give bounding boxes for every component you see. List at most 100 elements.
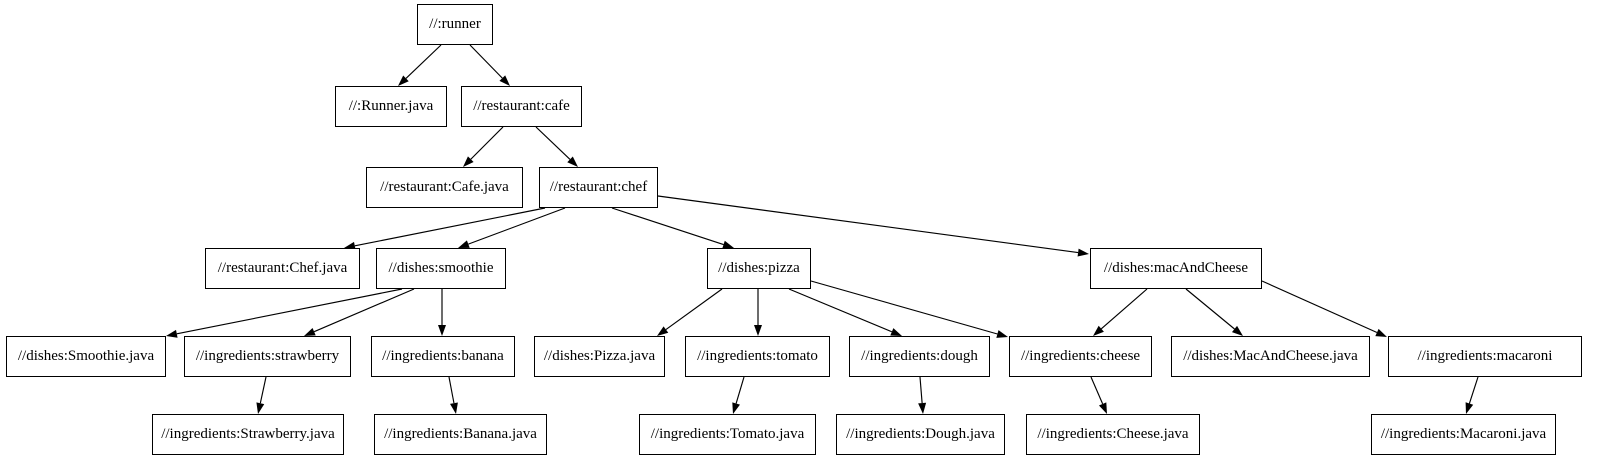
graph-node-label: //restaurant:Cafe.java: [380, 179, 509, 195]
graph-edge: [398, 44, 442, 86]
graph-edge: [256, 376, 267, 414]
graph-node-label: //ingredients:Dough.java: [846, 426, 995, 442]
edge-arrowhead-icon: [304, 327, 316, 336]
edge-arrowhead-icon: [463, 156, 474, 167]
graph-node-ing_strawberry_java[interactable]: //ingredients:Strawberry.java: [152, 414, 344, 455]
graph-node-dishes_smoothie_java[interactable]: //dishes:Smoothie.java: [6, 336, 166, 377]
edge-arrowhead-icon: [438, 325, 446, 336]
graph-node-ing_cheese_java[interactable]: //ingredients:Cheese.java: [1026, 414, 1200, 455]
graph-node-label: //dishes:Smoothie.java: [17, 348, 155, 364]
graph-edge: [611, 207, 734, 249]
edge-line: [469, 44, 503, 79]
edge-arrowhead-icon: [458, 240, 470, 248]
edge-line: [468, 207, 566, 245]
graph-node-dishes_pizza_java[interactable]: //dishes:Pizza.java: [534, 336, 665, 377]
graph-edge: [657, 195, 1089, 257]
graph-node-label: //ingredients:cheese: [1020, 348, 1141, 364]
graph-edge: [438, 289, 446, 336]
edge-arrowhead-icon: [890, 328, 902, 336]
graph-node-ing_strawberry[interactable]: //ingredients:strawberry: [184, 336, 351, 377]
graph-node-restaurant_chef_java[interactable]: //restaurant:Chef.java: [205, 248, 360, 289]
edge-line: [470, 126, 504, 160]
graph-node-ing_dough_java[interactable]: //ingredients:Dough.java: [836, 414, 1005, 455]
graph-node-restaurant_cafe[interactable]: //restaurant:cafe: [461, 86, 582, 127]
graph-edge: [788, 288, 902, 336]
graph-node-label: //ingredients:dough: [861, 348, 978, 364]
edge-arrowhead-icon: [166, 329, 178, 338]
graph-edge: [1465, 376, 1479, 414]
edge-line: [611, 207, 724, 246]
edge-line: [535, 126, 571, 160]
graph-node-label: //dishes:macAndCheese: [1103, 260, 1249, 276]
graph-node-runner[interactable]: //:runner: [417, 4, 493, 45]
edge-line: [735, 376, 745, 404]
graph-node-label: //ingredients:Macaroni.java: [1380, 426, 1547, 442]
graph-edge: [1261, 280, 1387, 337]
edge-arrowhead-icon: [996, 330, 1008, 338]
edge-arrowhead-icon: [1093, 325, 1104, 336]
graph-edge: [344, 207, 546, 250]
edge-arrowhead-icon: [1098, 402, 1107, 414]
edge-arrowhead-icon: [1375, 328, 1387, 337]
graph-edge: [448, 376, 458, 414]
graph-node-label: //restaurant:chef: [549, 179, 648, 195]
graph-node-label: //dishes:MacAndCheese.java: [1183, 348, 1358, 364]
graph-node-dishes_macandcheese_java[interactable]: //dishes:MacAndCheese.java: [1171, 336, 1370, 377]
graph-edge: [810, 280, 1008, 338]
graph-edge: [535, 126, 578, 167]
edge-arrowhead-icon: [754, 325, 762, 336]
graph-node-label: //restaurant:cafe: [473, 98, 570, 114]
edge-line: [1468, 376, 1479, 404]
graph-node-label: //ingredients:Strawberry.java: [161, 426, 335, 442]
graph-node-dishes_pizza[interactable]: //dishes:pizza: [707, 248, 811, 289]
edge-arrowhead-icon: [1231, 325, 1243, 336]
graph-edge: [463, 126, 504, 167]
graph-edge: [657, 288, 723, 336]
edge-arrowhead-icon: [1077, 248, 1089, 257]
graph-node-label: //ingredients:strawberry: [195, 348, 340, 364]
graph-node-ing_banana_java[interactable]: //ingredients:Banana.java: [374, 414, 547, 455]
edge-line: [788, 288, 893, 333]
graph-node-label: //dishes:smoothie: [388, 260, 494, 276]
graph-node-label: //:Runner.java: [348, 98, 434, 114]
edge-line: [810, 280, 998, 335]
graph-node-label: //:runner: [429, 16, 481, 32]
edge-arrowhead-icon: [722, 240, 734, 249]
edge-line: [1100, 288, 1148, 330]
graph-node-dishes_smoothie[interactable]: //dishes:smoothie: [376, 248, 506, 289]
edge-arrowhead-icon: [256, 402, 265, 414]
graph-edge: [304, 288, 415, 336]
graph-node-label: //ingredients:Banana.java: [384, 426, 537, 442]
graph-edge: [469, 44, 510, 86]
graph-edge: [1093, 288, 1148, 336]
graph-node-label: //restaurant:Chef.java: [217, 260, 348, 276]
graph-node-label: //ingredients:tomato: [697, 348, 818, 364]
graph-node-ing_dough[interactable]: //ingredients:dough: [849, 336, 990, 377]
graph-node-dishes_macandcheese[interactable]: //dishes:macAndCheese: [1090, 248, 1262, 289]
edge-line: [665, 288, 723, 331]
graph-node-ing_macaroni_java[interactable]: //ingredients:Macaroni.java: [1371, 414, 1556, 455]
graph-node-ing_cheese[interactable]: //ingredients:cheese: [1009, 336, 1152, 377]
graph-edge: [732, 376, 745, 414]
graph-node-restaurant_cafe_java[interactable]: //restaurant:Cafe.java: [366, 167, 523, 208]
graph-edge: [754, 289, 762, 336]
edge-line: [919, 376, 923, 404]
graph-node-ing_tomato[interactable]: //ingredients:tomato: [685, 336, 830, 377]
edge-arrowhead-icon: [1465, 402, 1474, 414]
graph-node-restaurant_chef[interactable]: //restaurant:chef: [539, 167, 658, 208]
edge-line: [1090, 376, 1104, 405]
graph-node-ing_banana[interactable]: //ingredients:banana: [371, 336, 515, 377]
graph-edge: [1090, 376, 1107, 414]
edge-arrowhead-icon: [344, 241, 356, 250]
graph-node-runner_java[interactable]: //:Runner.java: [335, 86, 447, 127]
graph-node-label: //ingredients:banana: [382, 348, 504, 364]
graph-node-ing_tomato_java[interactable]: //ingredients:Tomato.java: [639, 414, 816, 455]
edge-line: [1261, 280, 1378, 334]
graph-edge: [1185, 288, 1243, 336]
graph-node-ing_macaroni[interactable]: //ingredients:macaroni: [1388, 336, 1582, 377]
graph-node-label: //dishes:pizza: [718, 260, 800, 276]
edge-arrowhead-icon: [567, 156, 578, 167]
edge-arrowhead-icon: [450, 402, 458, 414]
graph-edge: [458, 207, 566, 248]
